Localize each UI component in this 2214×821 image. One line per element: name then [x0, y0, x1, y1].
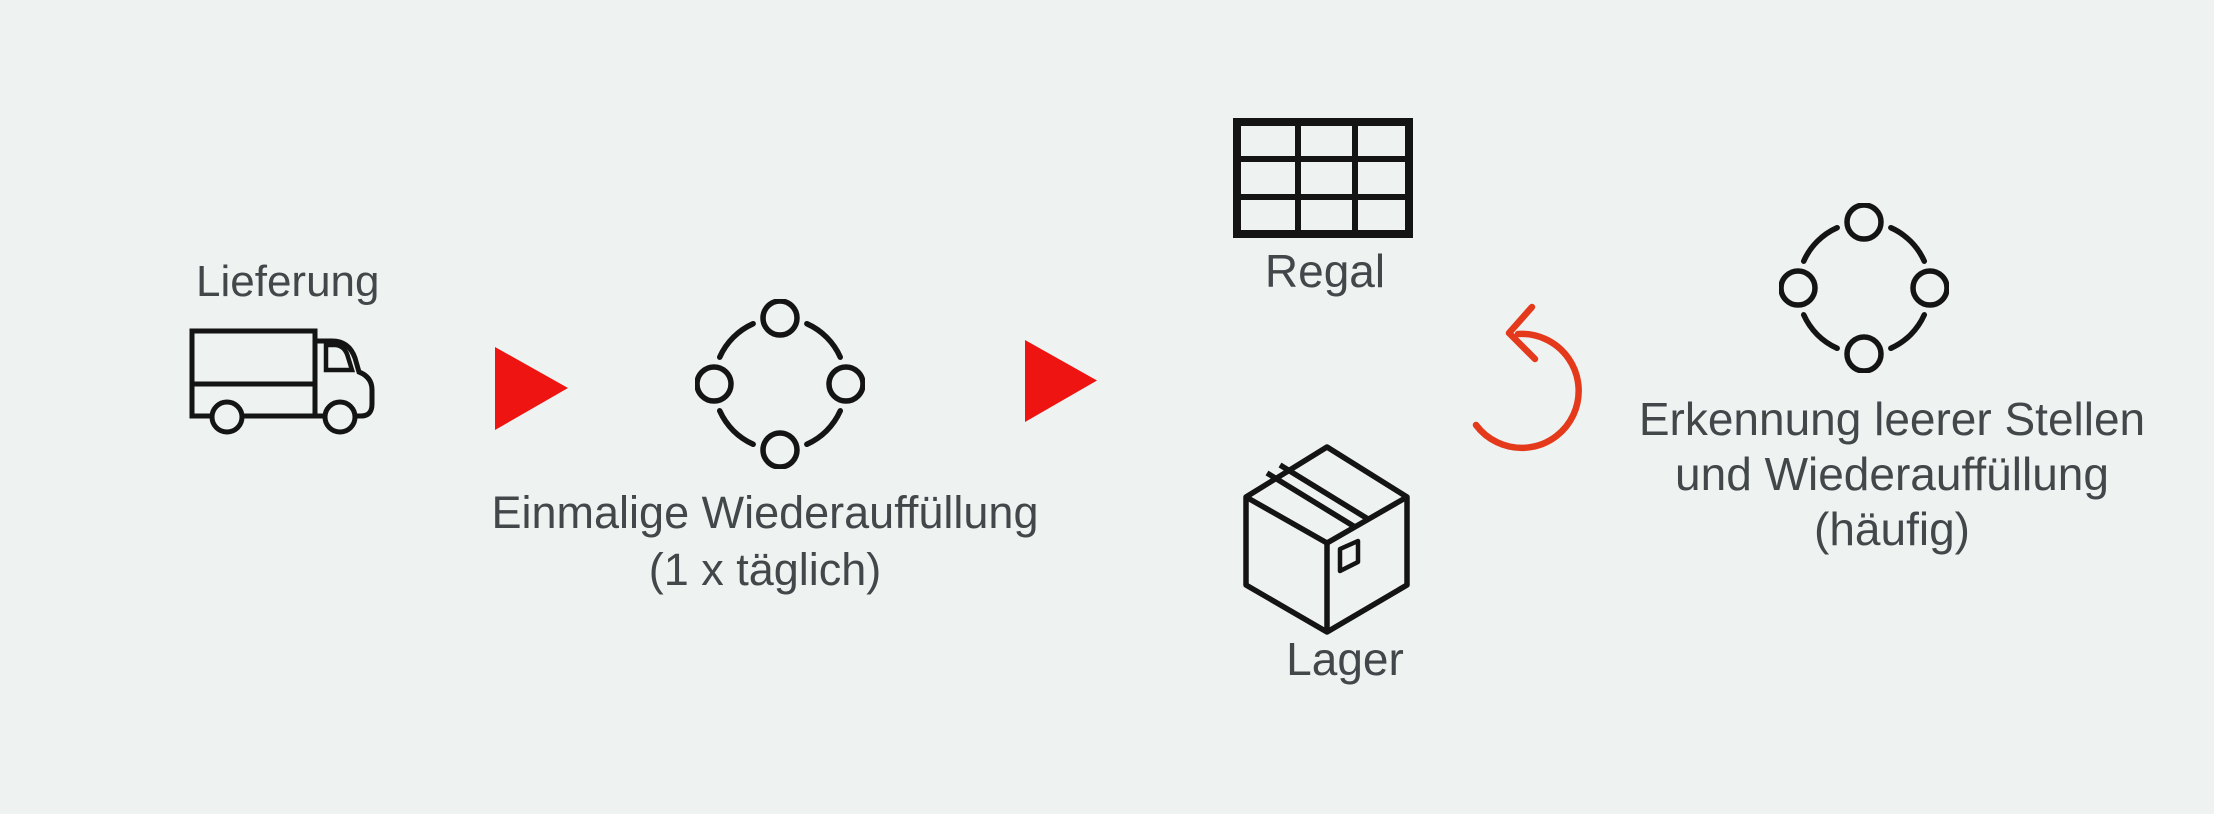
bottom-edge	[0, 814, 2214, 821]
shelf-label: Regal	[1264, 245, 1386, 297]
box-icon	[1243, 444, 1410, 635]
cycle-icon	[695, 299, 865, 469]
detection-caption: Erkennung leerer Stellen und Wiederauffü…	[1592, 392, 2192, 557]
truck-icon	[189, 328, 375, 435]
initial-refill-caption-line1: Einmalige Wiederauffüllung	[491, 487, 1039, 538]
warehouse-label: Lager	[1286, 633, 1404, 685]
detection-caption-line2: und Wiederauffüllung	[1675, 448, 2109, 500]
detection-caption-line3: (häufig)	[1814, 503, 1970, 555]
flow-arrow-right-icon	[495, 347, 568, 430]
initial-refill-caption: Einmalige Wiederauffüllung (1 x täglich)	[455, 484, 1075, 598]
initial-refill-caption-line2: (1 x täglich)	[648, 544, 882, 595]
shelf-grid-icon	[1233, 118, 1413, 238]
delivery-label: Lieferung	[196, 257, 380, 306]
cycle-icon	[1779, 203, 1949, 373]
loop-arrow-icon	[1472, 303, 1582, 452]
flow-arrow-right-icon	[1025, 340, 1097, 422]
detection-caption-line1: Erkennung leerer Stellen	[1638, 393, 2146, 445]
